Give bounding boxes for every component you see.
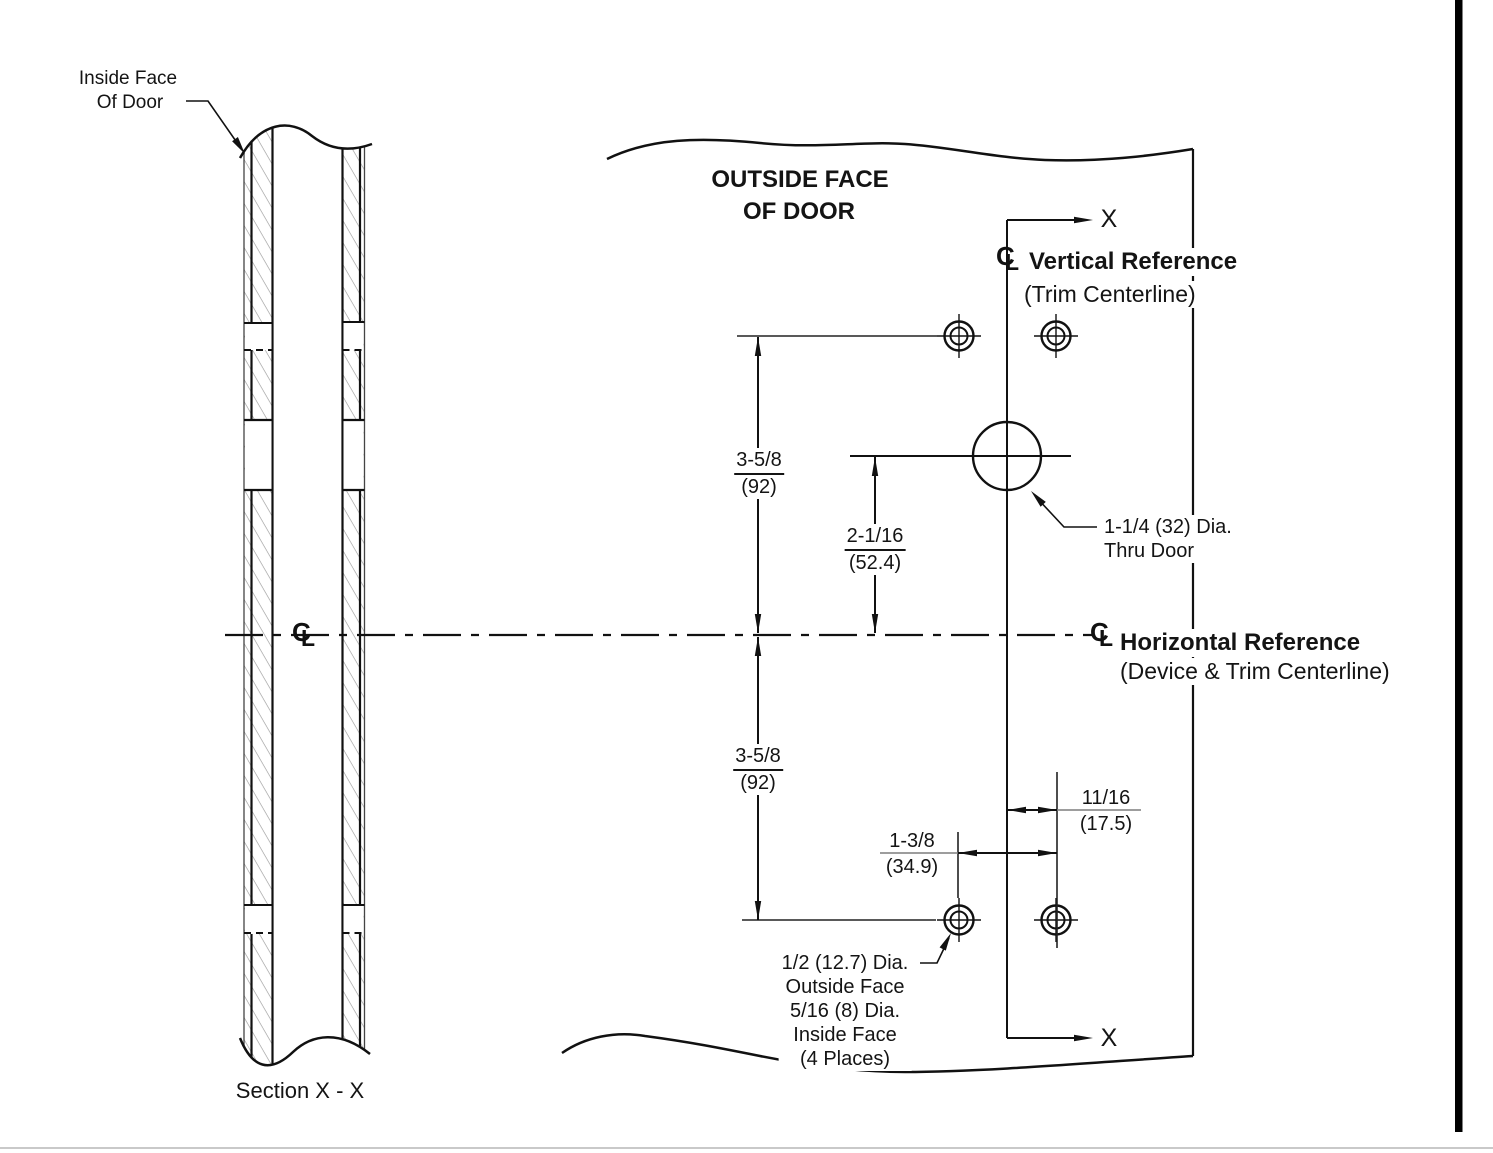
section-thru-hole-right	[342, 418, 365, 492]
mounting-hole-target-top-left	[937, 314, 981, 358]
dimension-label-device-hole: 2-1/16 (52.4)	[841, 524, 909, 575]
dimension-centerline-to-hole-column	[1007, 806, 1141, 814]
vertical-reference-line	[1006, 216, 1093, 1042]
inside-face-leader	[186, 100, 245, 154]
thru-hole-callout-line2: Thru Door	[1101, 539, 1198, 563]
page-edge-bar	[1455, 0, 1463, 1132]
mounting-hole-leader	[920, 933, 951, 964]
elevation-title-line1: OUTSIDE FACE	[711, 166, 889, 193]
centerline-symbol-horizontal-reference: C L	[1090, 617, 1114, 651]
elevation-top-break-line	[606, 138, 1194, 162]
section-label: Section X - X	[235, 1078, 365, 1103]
section-upper-hole-left	[244, 322, 273, 351]
section-upper-hole-right	[342, 321, 365, 351]
dimension-label-column-spacing: 1-3/8 (34.9)	[885, 830, 939, 878]
section-cut-arrow-bottom	[1074, 1034, 1093, 1042]
horizontal-reference-title: Horizontal Reference	[1117, 629, 1364, 657]
leader-arrowhead	[232, 137, 245, 154]
section-cut-arrow-top	[1074, 216, 1093, 224]
section-cut-label-top: X	[1100, 205, 1118, 233]
vertical-reference-title: Vertical Reference	[1026, 248, 1241, 276]
section-bottom-break-line	[238, 1036, 371, 1067]
thru-hole-leader	[1031, 491, 1097, 528]
section-cut-label-bottom: X	[1100, 1024, 1118, 1052]
mounting-hole-target-bottom-left	[937, 898, 981, 942]
centerline-symbol-section: C L	[292, 617, 316, 651]
horizontal-reference-subtitle: (Device & Trim Centerline)	[1117, 658, 1393, 685]
elevation-title-line2: OF DOOR	[743, 198, 855, 225]
door-section-view	[186, 100, 373, 1067]
dimension-label-bottom-hole: 3-5/8 (92)	[730, 744, 786, 795]
mounting-hole-target-bottom-right	[1034, 898, 1078, 942]
inside-face-label-line2: Of Door	[96, 92, 164, 113]
thru-door-hole	[850, 420, 1071, 492]
mounting-hole-target-top-right	[1034, 314, 1078, 358]
section-thru-hole-left	[244, 418, 273, 492]
section-lower-hole-left	[244, 904, 273, 934]
dimension-hole-column-spacing	[880, 849, 1057, 857]
dimension-label-top-hole: 3-5/8 (92)	[731, 448, 787, 499]
inside-face-label-line1: Inside Face	[78, 68, 178, 89]
mounting-holes-callout: 1/2 (12.7) Dia. Outside Face 5/16 (8) Di…	[778, 951, 912, 1071]
centerline-symbol-vertical-reference: C L	[996, 241, 1020, 275]
leader-arrowhead	[1031, 491, 1046, 507]
section-top-break-line	[238, 124, 373, 159]
thru-hole-callout-line1: 1-1/4 (32) Dia.	[1101, 515, 1235, 539]
section-lower-hole-right	[342, 904, 365, 934]
dimension-label-centerline-offset: 11/16 (17.5)	[1079, 787, 1133, 835]
leader-arrowhead	[939, 933, 951, 951]
vertical-reference-subtitle: (Trim Centerline)	[1021, 281, 1199, 308]
